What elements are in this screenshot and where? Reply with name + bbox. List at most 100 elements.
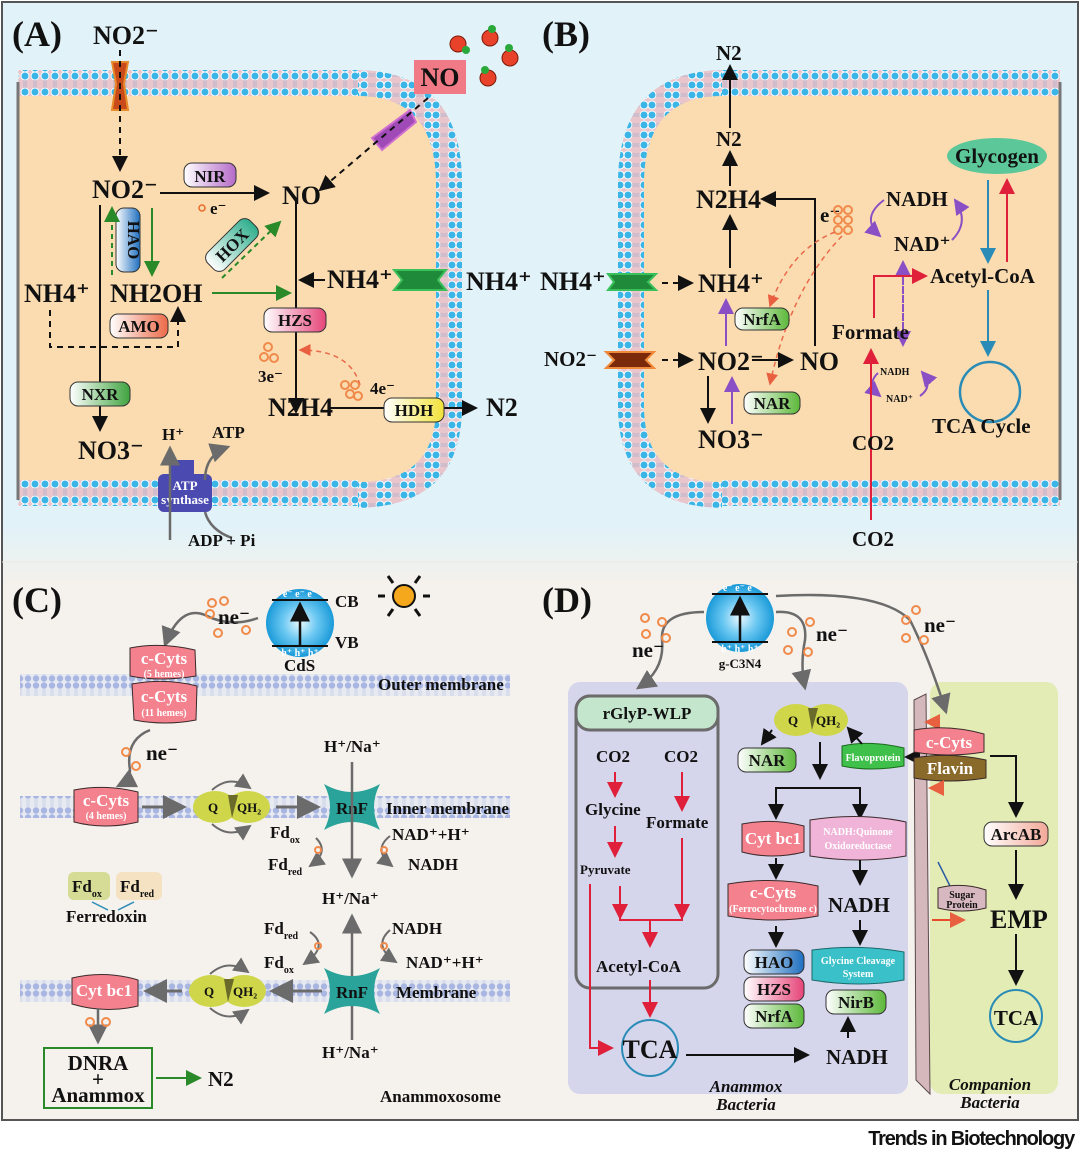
svg-text:Flavoprotein: Flavoprotein bbox=[846, 753, 901, 764]
svg-text:RnF: RnF bbox=[336, 983, 368, 1002]
membrane-label: Membrane bbox=[396, 983, 477, 1002]
svg-text:(5 hemes): (5 hemes) bbox=[144, 669, 185, 680]
fd-red-1: Fdred bbox=[268, 855, 303, 878]
svg-text:NAR: NAR bbox=[749, 751, 787, 770]
svg-text:e⁻ e⁻ e⁻: e⁻ e⁻ e⁻ bbox=[723, 583, 757, 594]
svg-text:h⁺ h⁺ h⁺: h⁺ h⁺ h⁺ bbox=[281, 648, 319, 659]
no-channel-icon bbox=[370, 108, 418, 152]
q-pool-c bbox=[193, 791, 237, 823]
svg-text:Anammox: Anammox bbox=[51, 1083, 145, 1107]
hzs-label: HZS bbox=[278, 311, 312, 330]
sugar-protein bbox=[937, 884, 987, 912]
svg-text:Flavin: Flavin bbox=[927, 759, 974, 778]
no-a: NO bbox=[282, 181, 321, 210]
ext-no-a: NO bbox=[421, 63, 460, 92]
svg-text:QH₂: QH₂ bbox=[816, 713, 840, 728]
ne-right-d: ne⁻ bbox=[924, 613, 956, 637]
hao-enzyme-d bbox=[743, 949, 805, 975]
h-na-mid: H⁺/Na⁺ bbox=[322, 889, 379, 908]
nirb-enzyme-d bbox=[825, 989, 887, 1015]
emp-label: EMP bbox=[990, 905, 1048, 934]
svg-text:Fdred: Fdred bbox=[120, 877, 155, 900]
n2-c: N2 bbox=[208, 1067, 234, 1091]
hox-enzyme bbox=[205, 218, 259, 272]
nrfa-enzyme-d bbox=[743, 1003, 805, 1029]
svg-text:e⁻ e⁻ e⁻: e⁻ e⁻ e⁻ bbox=[283, 589, 317, 600]
fd-ox-legend bbox=[68, 872, 110, 900]
electron-b: e⁻ bbox=[820, 203, 840, 227]
electron-cluster-c1 bbox=[205, 596, 251, 638]
companion-label-2: Bacteria bbox=[959, 1093, 1020, 1112]
rglyp-wlp-header bbox=[574, 694, 720, 732]
svg-text:(Ferrocytochrome c): (Ferrocytochrome c) bbox=[729, 904, 817, 915]
ne-mid-d: ne⁻ bbox=[816, 622, 848, 646]
n2-in-b: N2 bbox=[716, 127, 742, 151]
nad-top-b: NAD⁺ bbox=[894, 232, 951, 256]
nadh-quinone-oxidoreductase bbox=[809, 815, 907, 861]
glycine-cleavage-system bbox=[811, 946, 905, 985]
nadh-mid-d: NADH bbox=[828, 893, 890, 917]
n2h4-b: N2H4 bbox=[696, 185, 761, 214]
svg-text:QH₂: QH₂ bbox=[233, 984, 257, 999]
nadh-2: NADH bbox=[392, 919, 442, 938]
tca-cycle-b-icon bbox=[958, 360, 1022, 424]
nh4-left-a: NH4⁺ bbox=[24, 279, 90, 308]
svg-text:Q: Q bbox=[208, 800, 218, 815]
ammonium-channel-icon bbox=[391, 269, 449, 291]
svg-text:c-Cyts: c-Cyts bbox=[926, 733, 973, 752]
svg-text:NrfA: NrfA bbox=[755, 1007, 793, 1026]
no-box bbox=[414, 60, 466, 94]
tca-right-d: TCA bbox=[994, 1006, 1039, 1030]
h-na-bottom: H⁺/Na⁺ bbox=[322, 1043, 379, 1062]
cyt-bc1-c bbox=[71, 973, 139, 1011]
ext-no2-a: NO2⁻ bbox=[93, 21, 159, 50]
svg-text:c-Cyts: c-Cyts bbox=[141, 687, 188, 706]
tca-b: TCA Cycle bbox=[932, 414, 1031, 438]
membrane-bottom-b bbox=[722, 480, 1060, 506]
nxr-label: NXR bbox=[82, 385, 120, 404]
svg-text:System: System bbox=[843, 969, 874, 980]
nh4-in-b: NH4⁺ bbox=[698, 269, 764, 298]
svg-text:DNRA: DNRA bbox=[68, 1051, 129, 1075]
svg-text:Sugar: Sugar bbox=[949, 890, 975, 901]
amo-enzyme bbox=[109, 313, 169, 339]
nadh-bottom-d: NADH bbox=[826, 1045, 888, 1069]
svg-text:NirB: NirB bbox=[838, 993, 874, 1012]
no3-a: NO3⁻ bbox=[78, 436, 144, 465]
ne-mid-c: ne⁻ bbox=[146, 741, 178, 765]
n2-out-b: N2 bbox=[716, 41, 742, 65]
svg-text:HAO: HAO bbox=[755, 953, 794, 972]
panel-label-c: (C) bbox=[12, 580, 62, 620]
inner-membrane-label: Inner membrane bbox=[386, 799, 509, 818]
svg-text:c-Cyts: c-Cyts bbox=[83, 791, 130, 810]
ne-top-c: ne⁻ bbox=[218, 605, 250, 629]
cb-label: CB bbox=[335, 592, 359, 611]
co2-a-d: CO2 bbox=[596, 747, 630, 766]
tca-left-d: TCA bbox=[623, 1035, 678, 1064]
fd-ox-1: Fdox bbox=[270, 823, 300, 846]
svg-text:NADH:Quinone: NADH:Quinone bbox=[823, 827, 893, 838]
nh4-ext-b: NH4⁺ bbox=[540, 267, 606, 296]
anammox-label-1: Anammox bbox=[709, 1077, 783, 1096]
svg-text:ArcAB: ArcAB bbox=[991, 825, 1042, 844]
svg-text:Q: Q bbox=[204, 984, 214, 999]
nad-h-2: NAD⁺+H⁺ bbox=[406, 953, 484, 972]
svg-text:h⁺ h⁺ h⁺: h⁺ h⁺ h⁺ bbox=[721, 644, 759, 655]
atp-synthase-head bbox=[170, 460, 194, 476]
electron-cluster-d1 bbox=[640, 613, 671, 643]
c-cyts-companion bbox=[913, 727, 985, 756]
hao-label: HAO bbox=[124, 221, 143, 260]
sun-icon bbox=[378, 575, 430, 617]
electron-cluster-b bbox=[833, 205, 853, 235]
svg-text:c-Cyts: c-Cyts bbox=[750, 883, 797, 902]
svg-text:rGlyP-WLP: rGlyP-WLP bbox=[603, 704, 692, 723]
co2-b-d: CO2 bbox=[664, 747, 698, 766]
acetyl-coa-b: Acetyl-CoA bbox=[930, 264, 1036, 288]
nir-enzyme bbox=[183, 162, 237, 188]
nadh-top-b: NADH bbox=[886, 187, 948, 211]
h-na-top: H⁺/Na⁺ bbox=[324, 737, 381, 756]
outer-membrane-label: Outer membrane bbox=[378, 675, 504, 694]
nad-small-b: NAD⁺ bbox=[886, 394, 913, 405]
companion-label-1: Companion bbox=[949, 1075, 1031, 1094]
membrane-corner-a2 bbox=[358, 410, 462, 508]
